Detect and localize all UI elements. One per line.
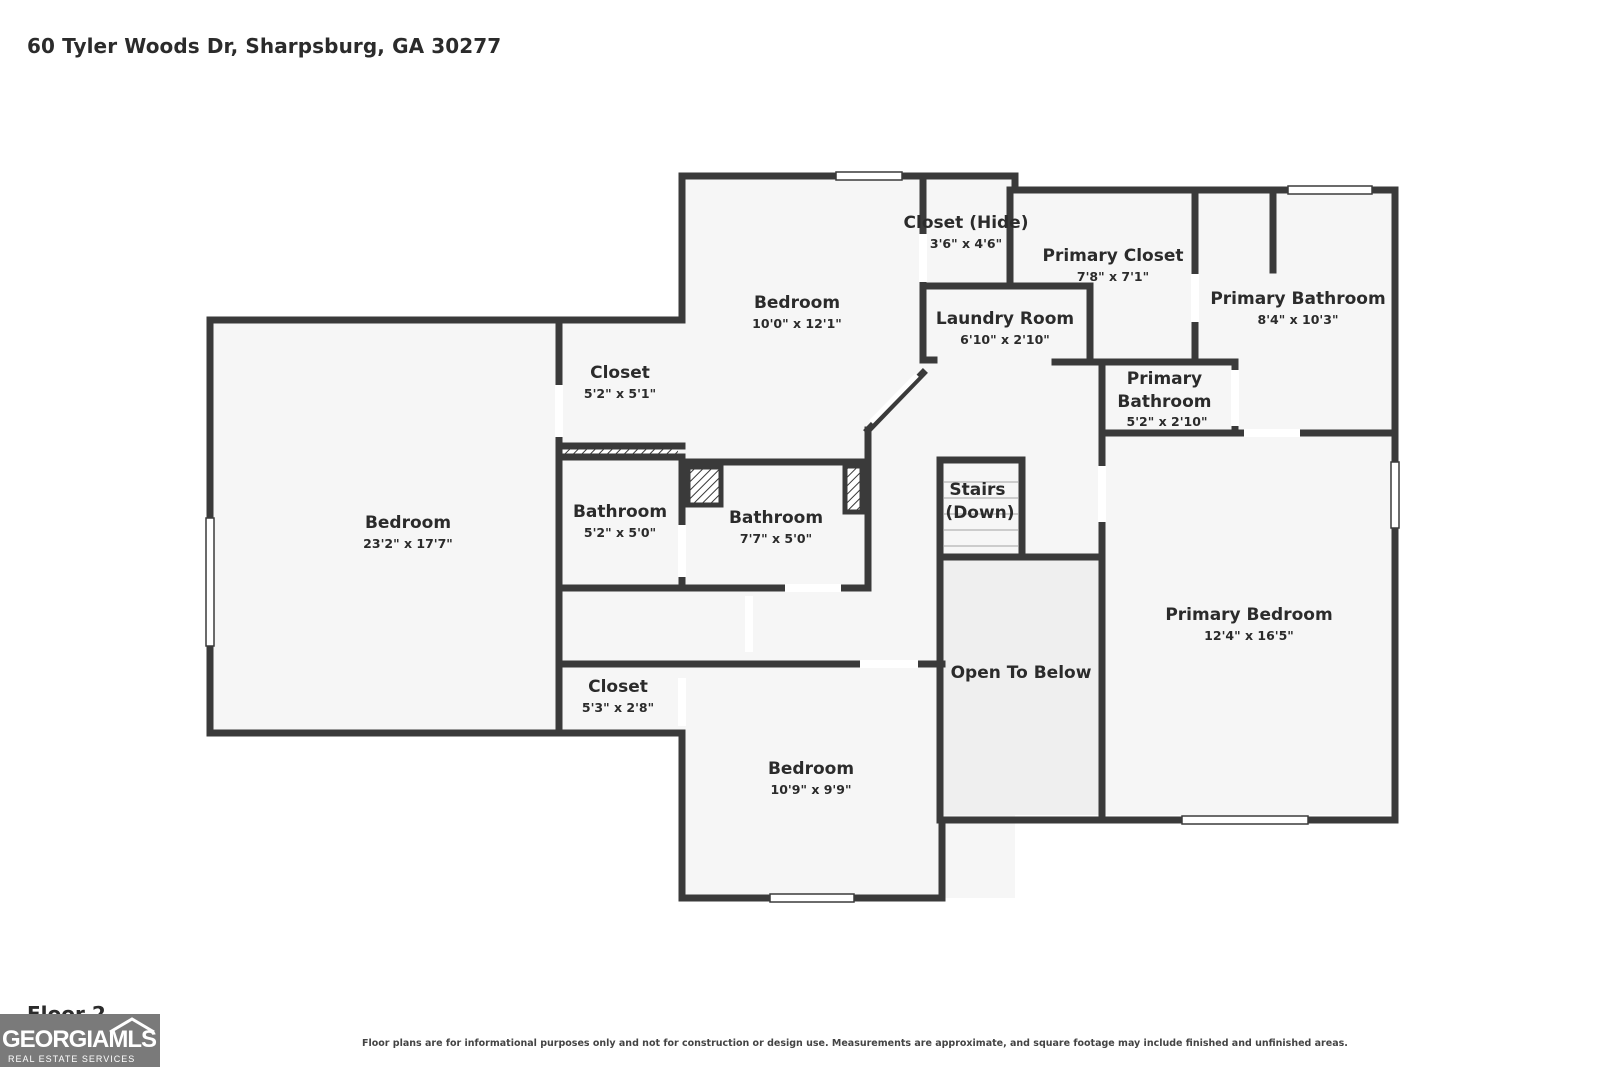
room-stairs: Stairs (Down) bbox=[945, 480, 1014, 523]
shaft-hatch bbox=[688, 467, 721, 505]
shaft-hatch bbox=[561, 446, 678, 455]
address-title: 60 Tyler Woods Dr, Sharpsburg, GA 30277 bbox=[27, 34, 502, 58]
windows bbox=[205, 171, 1400, 903]
georgiamls-logo: GEORGIAMLS REAL ESTATE SERVICES bbox=[0, 1014, 160, 1067]
shaft-hatch bbox=[845, 466, 862, 512]
roof-icon bbox=[109, 1017, 155, 1034]
disclaimer-text: Floor plans are for informational purpos… bbox=[362, 1038, 1348, 1049]
floor-label: Floor 2 bbox=[27, 1003, 106, 1017]
open-to-below-area bbox=[940, 557, 1100, 815]
room-open-to-below: Open To Below bbox=[951, 663, 1092, 683]
logo-text: GEORGIAMLS bbox=[2, 1026, 157, 1053]
door-openings bbox=[555, 234, 1300, 726]
room-primary-bathroom-small: Primary Bathroom 5'2" x 2'10" bbox=[1117, 369, 1216, 429]
logo-subtext: REAL ESTATE SERVICES bbox=[8, 1054, 136, 1064]
stair-treads bbox=[944, 481, 1018, 547]
room-closet-hide: Closet (Hide)3'6" x 4'6" bbox=[904, 213, 1029, 251]
